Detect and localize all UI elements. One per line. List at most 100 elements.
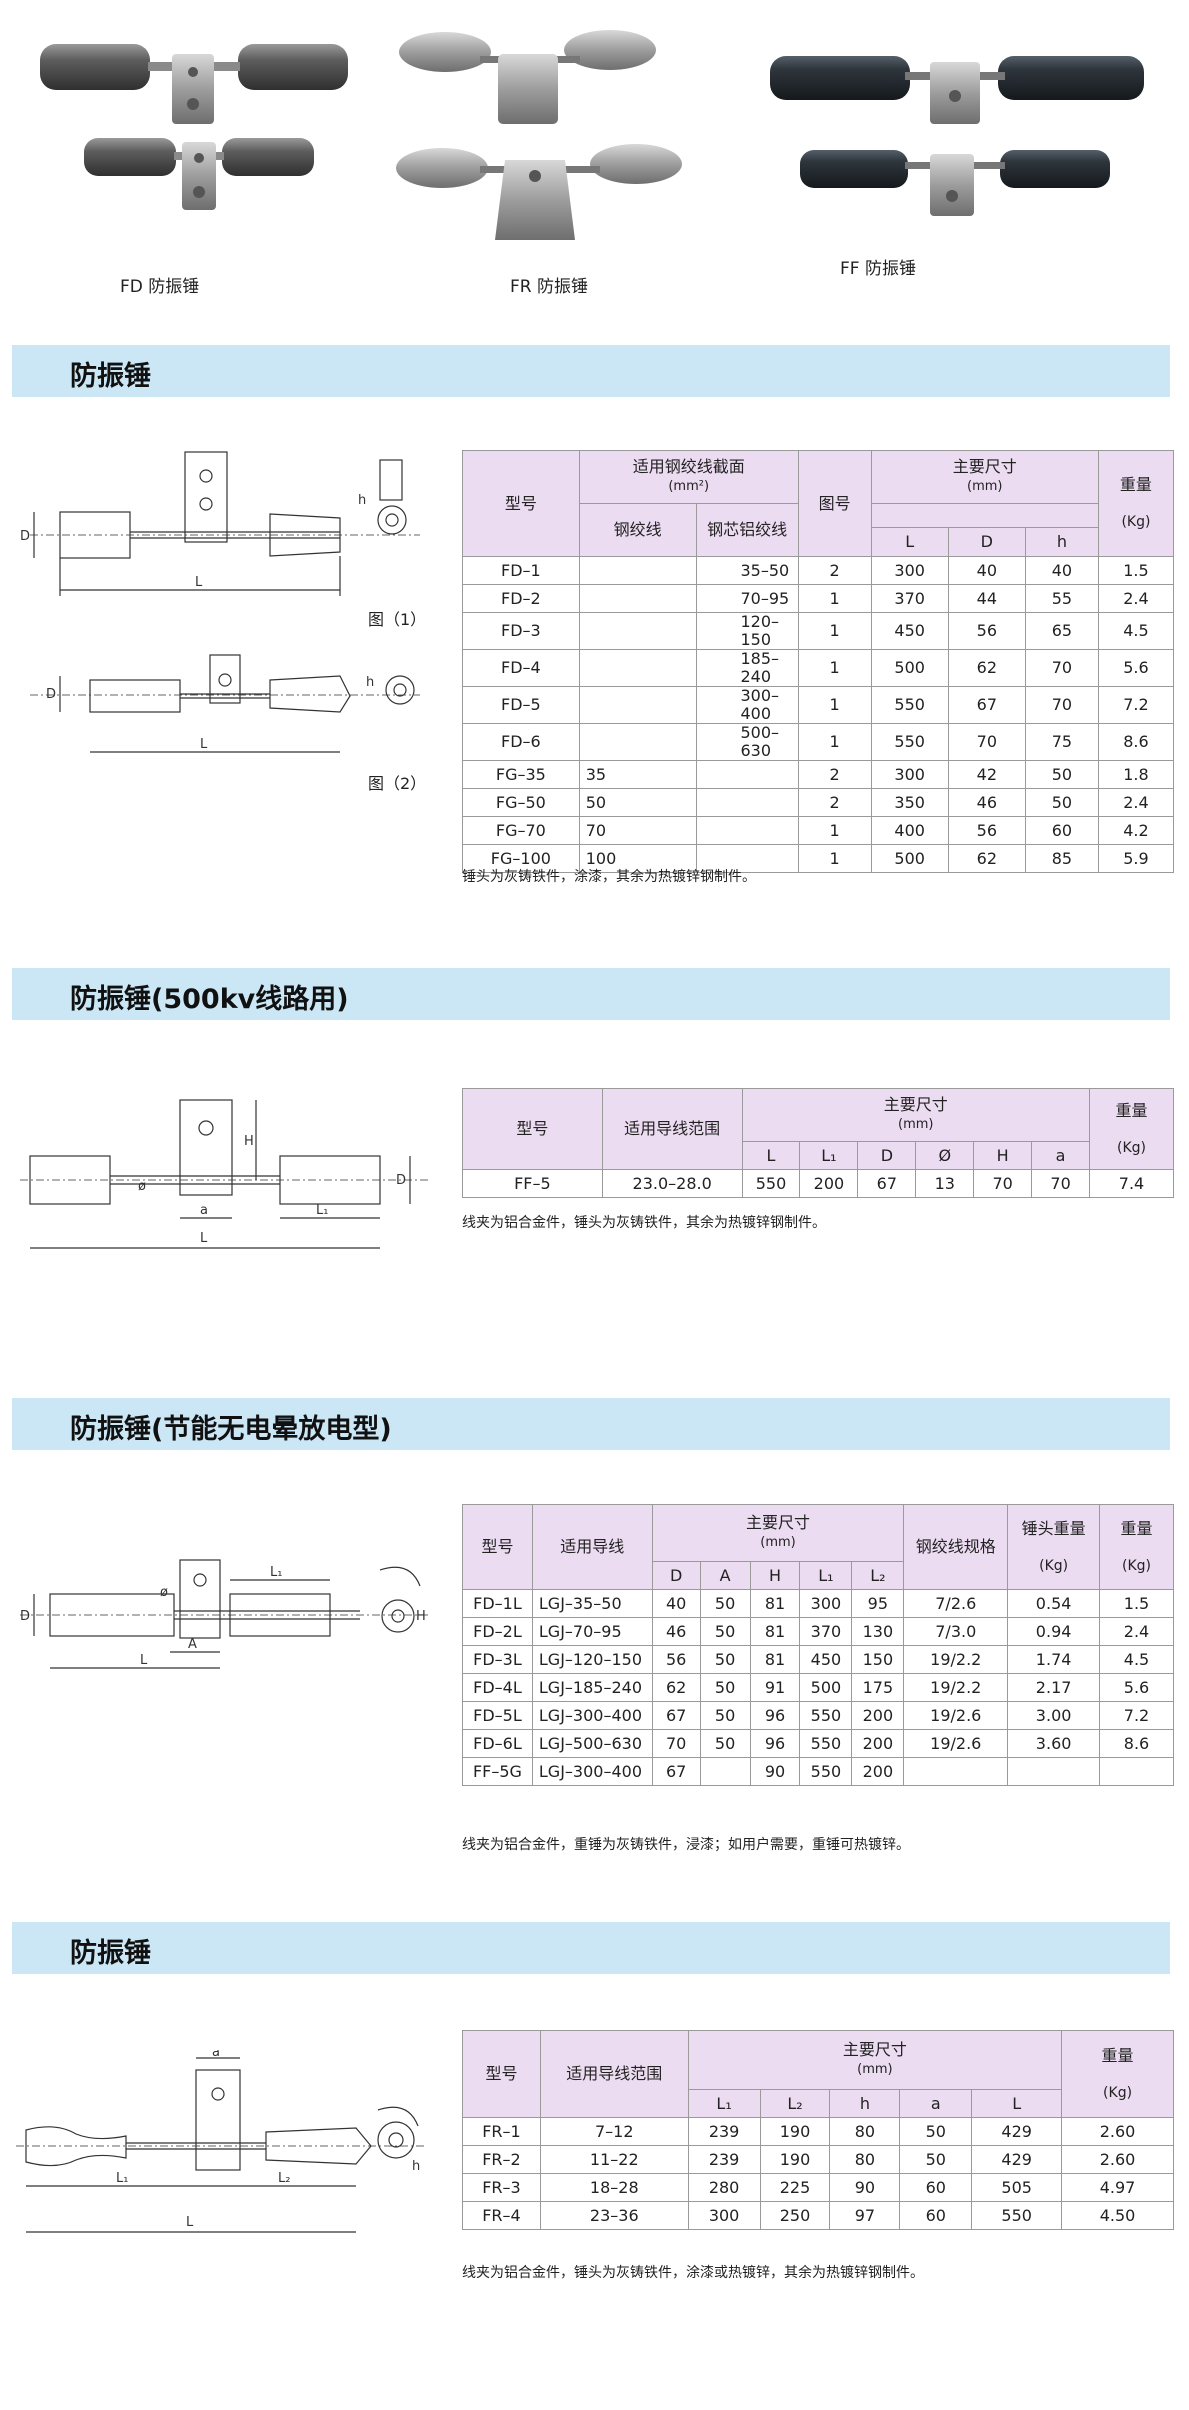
table-cell bbox=[695, 760, 799, 789]
table-cell: 500 bbox=[870, 844, 949, 873]
svg-text:L: L bbox=[140, 1653, 148, 1668]
table-cell: 100 bbox=[578, 844, 697, 873]
table-cell: 7.2 bbox=[1099, 1701, 1174, 1730]
header-head-weight: 锤头重量(Kg) bbox=[1007, 1504, 1101, 1590]
svg-text:D: D bbox=[46, 687, 56, 702]
table-cell: 67 bbox=[651, 1757, 701, 1786]
header-D: D bbox=[651, 1561, 701, 1590]
table-cell: FD–6L bbox=[462, 1729, 533, 1758]
table-cell: 550 bbox=[741, 1169, 801, 1198]
table-cell: 150 bbox=[851, 1645, 905, 1674]
table-cell: 4.97 bbox=[1061, 2173, 1174, 2202]
table-cell: 225 bbox=[759, 2173, 831, 2202]
figure-label-1: 图（1） bbox=[368, 610, 427, 629]
table-cell: 2.4 bbox=[1097, 584, 1175, 613]
table-cell: 190 bbox=[759, 2145, 831, 2174]
table-cell: 8.6 bbox=[1099, 1729, 1174, 1758]
ff-damper-photo bbox=[770, 56, 1144, 216]
table-cell: 370 bbox=[799, 1617, 853, 1646]
table-cell bbox=[578, 612, 697, 650]
header-weight: 重量(Kg) bbox=[1099, 1504, 1174, 1590]
table-cell: 3.00 bbox=[1007, 1701, 1101, 1730]
table-cell: 80 bbox=[829, 2117, 901, 2146]
table-cell bbox=[695, 788, 799, 817]
table-cell: 46 bbox=[651, 1617, 701, 1646]
header-dimensions: 主要尺寸(mm) bbox=[687, 2030, 1063, 2090]
photo-caption-ff: FF 防振锤 bbox=[840, 259, 916, 279]
table-cell: 80 bbox=[829, 2145, 901, 2174]
table-cell: 97 bbox=[829, 2201, 901, 2230]
header-model: 型号 bbox=[462, 1504, 533, 1590]
table-cell: 95 bbox=[851, 1589, 905, 1618]
table-cell: 81 bbox=[749, 1617, 801, 1646]
table-cell: 200 bbox=[799, 1169, 859, 1198]
table-cell: 500 bbox=[799, 1673, 853, 1702]
header-H: H bbox=[973, 1141, 1033, 1170]
table-cell bbox=[1007, 1757, 1101, 1786]
table-cell: 96 bbox=[749, 1701, 801, 1730]
table-cell: LGJ–35–50 bbox=[531, 1589, 653, 1618]
header-dimensions: 主要尺寸(mm) bbox=[651, 1504, 905, 1562]
table-cell: FF–5 bbox=[462, 1169, 603, 1198]
table-cell: 70 bbox=[947, 723, 1026, 761]
header-h: h bbox=[1024, 526, 1099, 558]
photo-caption-fr: FR 防振锤 bbox=[510, 277, 588, 297]
header-weight: 重量(Kg) bbox=[1061, 2030, 1174, 2118]
fr-damper-photo bbox=[396, 30, 682, 240]
table-cell: FR–4 bbox=[462, 2201, 541, 2230]
svg-text:D: D bbox=[20, 1609, 30, 1624]
table-cell: 50 bbox=[699, 1729, 751, 1758]
svg-text:ø: ø bbox=[160, 1585, 168, 1600]
svg-text:a: a bbox=[200, 1203, 208, 1218]
table-cell: 550 bbox=[870, 686, 949, 724]
table-cell: 1 bbox=[797, 844, 872, 873]
header-L1: L₁ bbox=[799, 1561, 853, 1590]
section-title-2: 防振锤(500kv线路用) bbox=[70, 984, 349, 1015]
table-cell: 40 bbox=[947, 556, 1026, 585]
table-cell: 50 bbox=[578, 788, 697, 817]
table-cell: 2.17 bbox=[1007, 1673, 1101, 1702]
table-cell: 7/3.0 bbox=[903, 1617, 1009, 1646]
table-cell: 67 bbox=[857, 1169, 917, 1198]
table-cell: 350 bbox=[870, 788, 949, 817]
section-header-4 bbox=[12, 1922, 1170, 1974]
svg-text:h: h bbox=[358, 493, 366, 508]
table-cell bbox=[578, 556, 697, 585]
table-cell: 429 bbox=[971, 2117, 1063, 2146]
section-note-2: 线夹为铝合金件，锤头为灰铸铁件，其余为热镀锌钢制件。 bbox=[462, 1215, 826, 1231]
table-cell: 19/2.2 bbox=[903, 1645, 1009, 1674]
table-cell: 81 bbox=[749, 1645, 801, 1674]
header-L2: L₂ bbox=[851, 1561, 905, 1590]
table-cell: 300 bbox=[870, 760, 949, 789]
header-weight: 重量(Kg) bbox=[1089, 1088, 1174, 1170]
spec-table-1: 型号 适用钢绞线截面(mm²) 图号 主要尺寸(mm) 重量(Kg) 钢绞线 钢… bbox=[462, 450, 1175, 873]
table-cell: 70 bbox=[578, 816, 697, 845]
spec-table-2: 型号 适用导线范围 主要尺寸(mm) 重量(Kg) L L₁ D Ø H a F… bbox=[462, 1088, 1174, 1198]
table-cell: 62 bbox=[651, 1673, 701, 1702]
table-cell: 56 bbox=[947, 612, 1026, 650]
header-h: h bbox=[829, 2089, 901, 2118]
table-cell: 300 bbox=[687, 2201, 761, 2230]
table-cell: FG–35 bbox=[462, 760, 580, 789]
header-dimensions: 主要尺寸(mm) bbox=[741, 1088, 1091, 1142]
svg-text:ø: ø bbox=[138, 1179, 146, 1194]
header-range: 适用导线范围 bbox=[601, 1088, 743, 1170]
section-title-3: 防振锤(节能无电晕放电型) bbox=[70, 1414, 392, 1445]
header-L1: L₁ bbox=[687, 2089, 761, 2118]
table-cell: 200 bbox=[851, 1757, 905, 1786]
table-cell: FR–2 bbox=[462, 2145, 541, 2174]
svg-text:a: a bbox=[212, 2050, 220, 2060]
table-cell: 2.4 bbox=[1099, 1617, 1174, 1646]
header-L: L bbox=[971, 2089, 1063, 2118]
table-cell: 50 bbox=[899, 2145, 973, 2174]
table-cell: 120–150 bbox=[695, 612, 799, 650]
table-cell: 1.5 bbox=[1097, 556, 1175, 585]
table-cell: 19/2.2 bbox=[903, 1673, 1009, 1702]
